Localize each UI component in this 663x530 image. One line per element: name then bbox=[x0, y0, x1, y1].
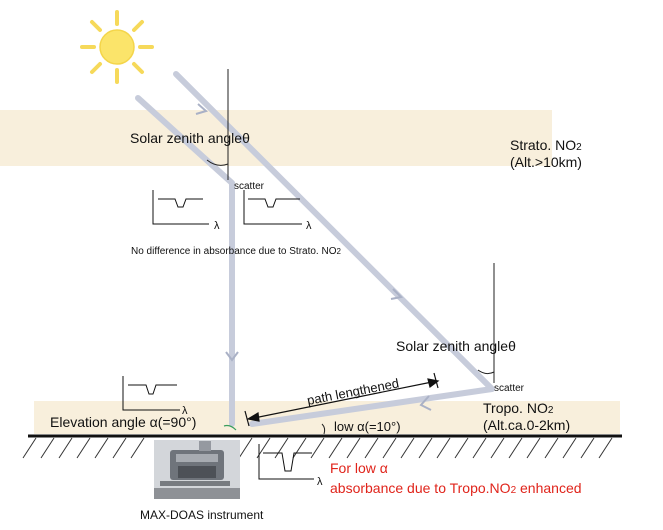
beam-to-lower-scatter bbox=[173, 71, 495, 427]
ground-hatching bbox=[22, 437, 613, 459]
solar-zenith-label-lower: Solar zenith angleθ bbox=[396, 338, 516, 354]
zenith-arc-lower bbox=[477, 369, 495, 375]
scatter-label-upper: scatter bbox=[234, 181, 265, 192]
lambda-label-1: λ bbox=[214, 220, 220, 232]
low-alpha-label: low α(=10°) bbox=[334, 419, 401, 434]
tropo-altitude-label: (Alt.ca.0-2km) bbox=[483, 417, 570, 433]
scatter-label-lower: scatter bbox=[494, 383, 525, 394]
spectrum-sketch-upper-left bbox=[152, 190, 209, 225]
spectrum-sketch-ground-right bbox=[258, 444, 314, 480]
lambda-label-4: λ bbox=[317, 476, 323, 488]
lambda-label-3: λ bbox=[182, 405, 188, 417]
troposphere-layer bbox=[34, 401, 620, 434]
tropo-no2-label: Tropo. NO2 bbox=[483, 400, 554, 416]
spectrum-sketch-ground-left bbox=[122, 376, 180, 411]
strato-no2-label: Strato. NO2 bbox=[510, 137, 582, 153]
max-doas-instrument-photo bbox=[154, 440, 240, 499]
no-difference-label: No difference in absorbance due to Strat… bbox=[131, 246, 342, 257]
lambda-label-2: λ bbox=[306, 220, 312, 232]
for-low-alpha-label: For low α bbox=[330, 460, 388, 476]
solar-zenith-label-upper: Solar zenith angleθ bbox=[130, 130, 250, 146]
strato-altitude-label: (Alt.>10km) bbox=[510, 154, 582, 170]
instrument-label: MAX-DOAS instrument bbox=[140, 508, 264, 522]
elevation-angle-arc-90 bbox=[223, 424, 237, 431]
stratosphere-layer bbox=[0, 110, 552, 166]
spectrum-sketch-upper-right bbox=[243, 190, 302, 225]
zenith-arc-upper bbox=[206, 159, 229, 166]
path-lengthened-arrow bbox=[244, 372, 440, 427]
absorbance-enhanced-label: absorbance due to Tropo.NO2 enhanced bbox=[330, 480, 582, 496]
beam-to-upper-scatter bbox=[135, 95, 235, 427]
sun-icon bbox=[80, 10, 154, 84]
light-beams bbox=[135, 71, 495, 427]
elevation-angle-arc-10 bbox=[321, 423, 326, 435]
beam-arrows bbox=[195, 103, 432, 411]
elevation-angle-label: Elevation angle α(=90°) bbox=[50, 414, 196, 430]
